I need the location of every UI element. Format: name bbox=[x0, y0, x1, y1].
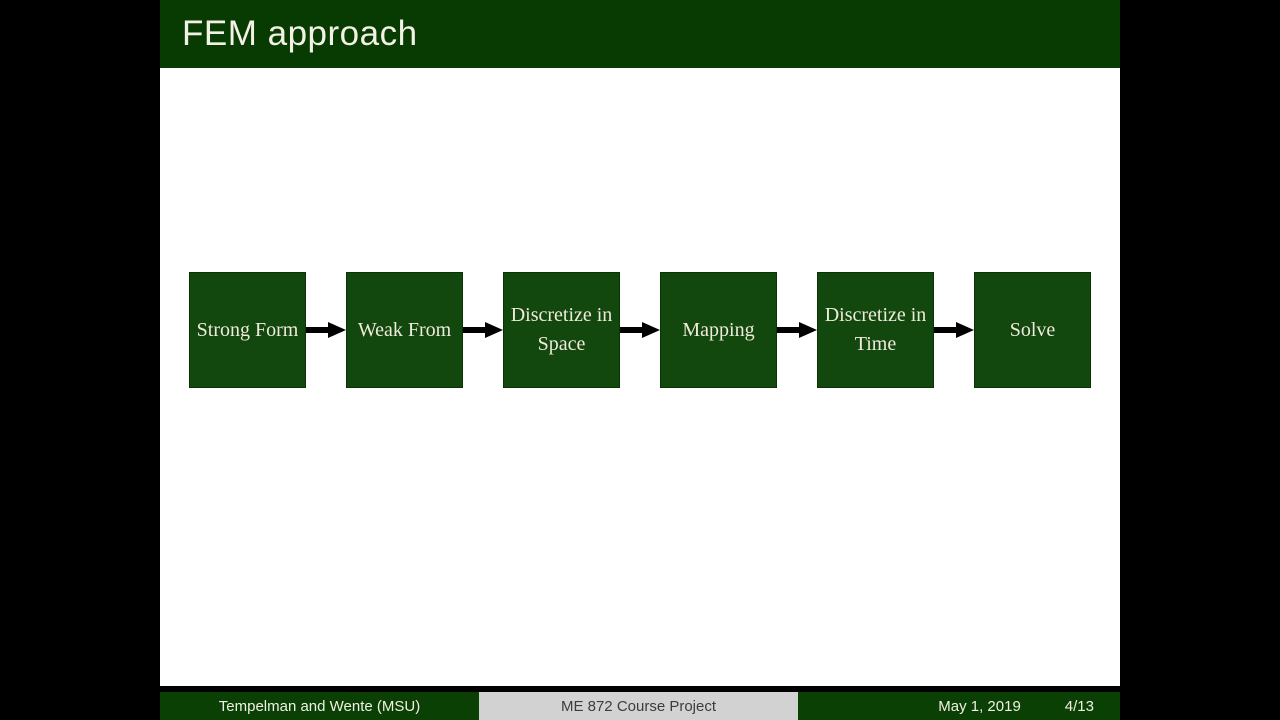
footer-authors: Tempelman and Wente (MSU) bbox=[218, 697, 421, 715]
footer-page-number: 4/13 bbox=[1064, 697, 1094, 715]
presentation-slide: FEM approach Strong Form Weak From Discr… bbox=[160, 0, 1120, 720]
flow-step-mapping: Mapping bbox=[660, 272, 777, 388]
footer-venue-section: ME 872 Course Project bbox=[479, 692, 798, 720]
flow-step-label: Mapping bbox=[682, 318, 755, 341]
arrow-right-icon bbox=[306, 322, 346, 338]
footer-date: May 1, 2019 bbox=[938, 697, 1021, 715]
flow-step-label: Discretize in Time bbox=[824, 304, 927, 355]
flow-step-discretize-space: Discretize in Space bbox=[503, 272, 620, 388]
slide-footer-bar: Tempelman and Wente (MSU) ME 872 Course … bbox=[160, 692, 1120, 720]
slide-header-bar: FEM approach bbox=[160, 0, 1120, 68]
flow-step-weak-form: Weak From bbox=[346, 272, 463, 388]
flow-step-label: Strong Form bbox=[196, 318, 299, 341]
flow-step-strong-form: Strong Form bbox=[189, 272, 306, 388]
flow-step-discretize-time: Discretize in Time bbox=[817, 272, 934, 388]
footer-separator-line bbox=[160, 686, 1120, 692]
slide-title: FEM approach bbox=[182, 14, 418, 53]
arrow-right-icon bbox=[463, 322, 503, 338]
footer-date-page-section: May 1, 2019 4/13 bbox=[798, 692, 1120, 720]
footer-venue: ME 872 Course Project bbox=[560, 697, 717, 715]
arrow-right-icon bbox=[934, 322, 974, 338]
flow-step-label: Discretize in Space bbox=[510, 304, 613, 355]
flow-step-label: Weak From bbox=[357, 318, 452, 341]
flow-step-solve: Solve bbox=[974, 272, 1091, 388]
arrow-right-icon bbox=[777, 322, 817, 338]
flow-step-label: Solve bbox=[1009, 318, 1056, 341]
arrow-right-icon bbox=[620, 322, 660, 338]
fem-flowchart: Strong Form Weak From Discretize in Spac… bbox=[189, 272, 1091, 388]
footer-authors-section: Tempelman and Wente (MSU) bbox=[160, 692, 479, 720]
